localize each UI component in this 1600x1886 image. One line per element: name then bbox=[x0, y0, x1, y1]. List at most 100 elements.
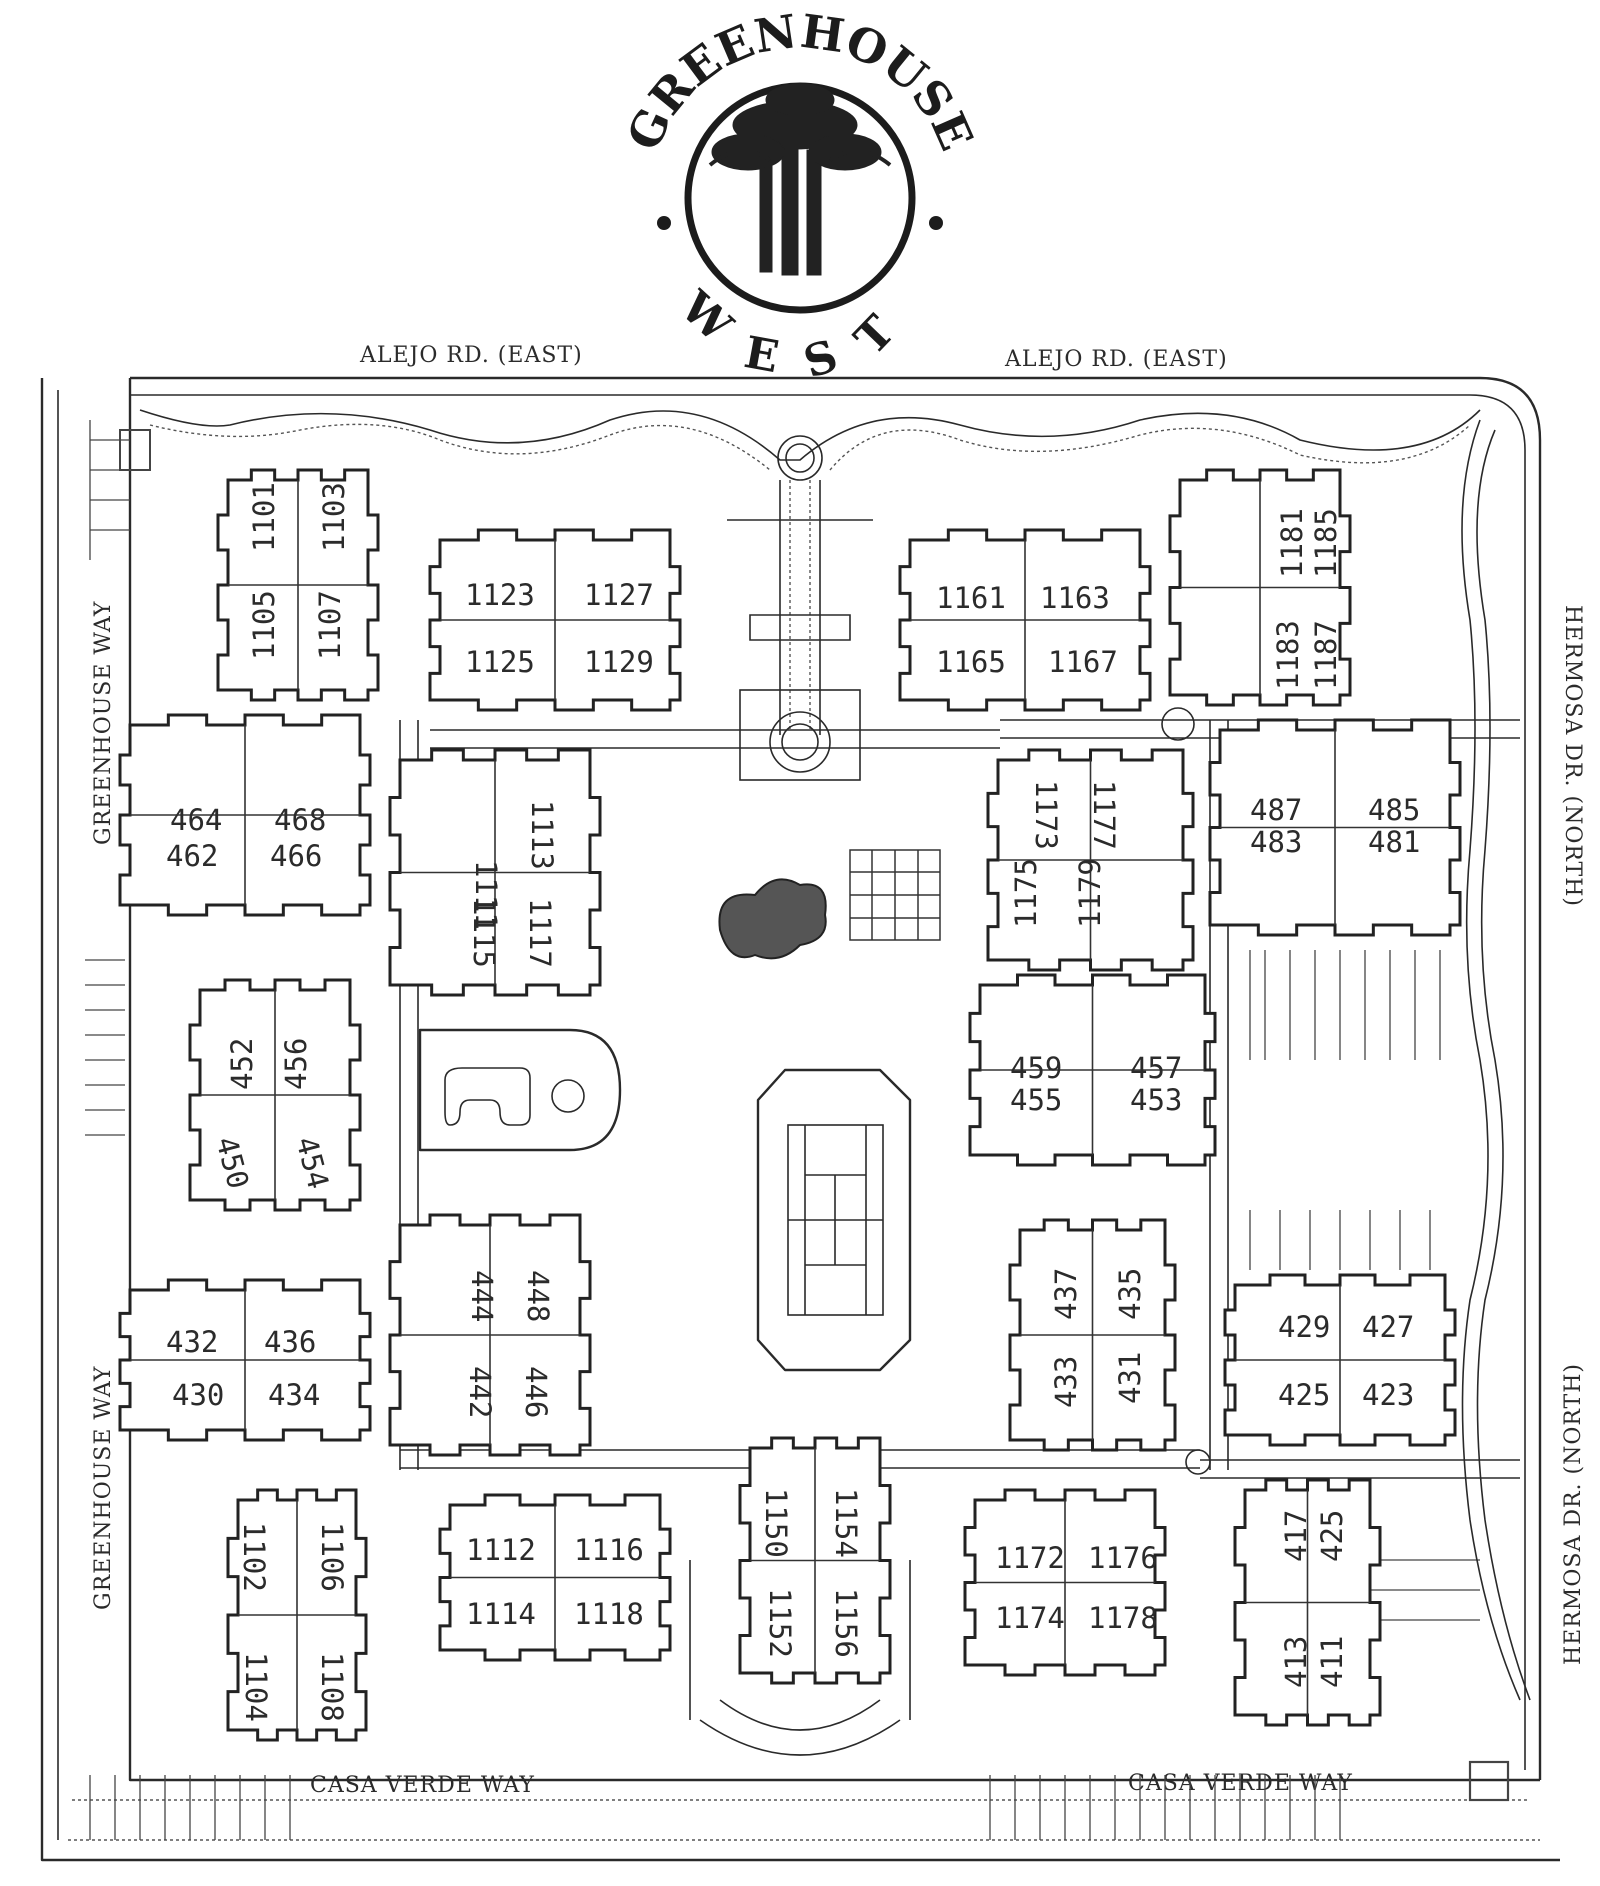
unit-label: 446 bbox=[519, 1366, 553, 1418]
road-label-greenhouse-upper: GREENHOUSE WAY bbox=[91, 601, 116, 845]
unit-label: 1150 bbox=[759, 1488, 793, 1558]
unit-label: 448 bbox=[521, 1270, 555, 1322]
palm-trees-icon bbox=[708, 83, 892, 276]
paved-grid bbox=[849, 849, 941, 941]
building bbox=[963, 1488, 1167, 1677]
unit-labels: 1101 1103 1105 1107 1123 1127 1125 1129 … bbox=[166, 482, 1420, 1722]
unit-label: 1105 bbox=[247, 590, 281, 660]
unit-label: 481 bbox=[1368, 825, 1420, 859]
unit-label: 444 bbox=[465, 1270, 499, 1322]
building bbox=[1008, 1218, 1177, 1452]
unit-label: 435 bbox=[1113, 1268, 1147, 1320]
unit-label: 1117 bbox=[523, 898, 557, 968]
tennis-court bbox=[756, 1068, 912, 1372]
unit-label: 1106 bbox=[315, 1522, 349, 1592]
building bbox=[216, 468, 380, 702]
unit-label: 417 bbox=[1279, 1510, 1313, 1562]
unit-label: 1102 bbox=[237, 1522, 271, 1592]
building bbox=[968, 973, 1217, 1167]
road-label-hermosa-upper: HERMOSA DR. (NORTH) bbox=[1560, 605, 1585, 907]
building bbox=[898, 528, 1152, 712]
road-label-alejo-right: ALEJO RD. (EAST) bbox=[1004, 347, 1228, 372]
unit-label: 455 bbox=[1010, 1083, 1062, 1117]
unit-label: 1181 bbox=[1275, 508, 1309, 578]
unit-label: 1174 bbox=[995, 1601, 1065, 1635]
road-label-alejo-left: ALEJO RD. (EAST) bbox=[359, 343, 583, 368]
unit-label: 468 bbox=[274, 803, 326, 837]
building bbox=[118, 713, 372, 917]
unit-label: 1129 bbox=[584, 645, 654, 679]
unit-label: 1152 bbox=[763, 1588, 797, 1658]
buildings bbox=[118, 468, 1462, 1742]
building bbox=[188, 978, 362, 1212]
unit-label: 462 bbox=[166, 839, 218, 873]
building bbox=[738, 1436, 892, 1685]
unit-label: 1175 bbox=[1009, 858, 1043, 928]
unit-label: 1103 bbox=[317, 482, 351, 552]
unit-label: 464 bbox=[170, 803, 222, 837]
building bbox=[1233, 1478, 1382, 1727]
building bbox=[438, 1493, 672, 1662]
unit-label: 1107 bbox=[313, 590, 347, 660]
greenhouse-west-logo: GREENHOUSE WEST bbox=[616, 4, 983, 390]
unit-label: 1167 bbox=[1048, 645, 1118, 679]
unit-label: 1116 bbox=[574, 1533, 644, 1567]
unit-label: 411 bbox=[1315, 1636, 1349, 1688]
unit-label: 1185 bbox=[1309, 508, 1343, 578]
unit-label: 1187 bbox=[1309, 620, 1343, 690]
unit-label: 1163 bbox=[1040, 581, 1110, 615]
unit-label: 1115 bbox=[467, 898, 501, 968]
building bbox=[1168, 468, 1352, 707]
building bbox=[986, 748, 1195, 972]
building bbox=[388, 748, 602, 997]
unit-label: 433 bbox=[1049, 1356, 1083, 1408]
unit-label: 1113 bbox=[525, 800, 559, 870]
unit-label: 1165 bbox=[936, 645, 1006, 679]
unit-label: 429 bbox=[1278, 1310, 1330, 1344]
building bbox=[226, 1488, 368, 1742]
unit-label: 442 bbox=[463, 1366, 497, 1418]
unit-label: 1178 bbox=[1088, 1601, 1158, 1635]
unit-label: 434 bbox=[268, 1378, 320, 1412]
unit-label: 466 bbox=[270, 839, 322, 873]
unit-label: 1161 bbox=[936, 581, 1006, 615]
building bbox=[388, 1213, 592, 1457]
pool-area bbox=[418, 849, 941, 1372]
unit-label: 459 bbox=[1010, 1051, 1062, 1085]
building bbox=[1223, 1273, 1457, 1447]
unit-label: 1176 bbox=[1088, 1541, 1158, 1575]
unit-label: 1104 bbox=[239, 1652, 273, 1722]
unit-label: 456 bbox=[279, 1038, 313, 1090]
unit-label: 1127 bbox=[584, 578, 654, 612]
road-label-hermosa-lower: HERMOSA DR. (NORTH) bbox=[1561, 1363, 1586, 1665]
logo-arc-bottom: WEST bbox=[670, 281, 894, 390]
unit-label: 1118 bbox=[574, 1597, 644, 1631]
unit-label: 1177 bbox=[1087, 780, 1121, 850]
unit-label: 1101 bbox=[247, 482, 281, 552]
unit-label: 413 bbox=[1279, 1636, 1313, 1688]
unit-label: 436 bbox=[264, 1325, 316, 1359]
unit-label: 483 bbox=[1250, 825, 1302, 859]
unit-label: 431 bbox=[1113, 1352, 1147, 1404]
unit-label: 430 bbox=[172, 1378, 224, 1412]
unit-label: 432 bbox=[166, 1325, 218, 1359]
building bbox=[118, 1278, 372, 1442]
unit-label: 485 bbox=[1368, 793, 1420, 827]
unit-label: 487 bbox=[1250, 793, 1302, 827]
unit-label: 452 bbox=[225, 1038, 259, 1090]
unit-label: 1154 bbox=[829, 1488, 863, 1558]
unit-label: 1183 bbox=[1271, 620, 1305, 690]
svg-text:WEST: WEST bbox=[670, 281, 928, 390]
garden-shrub-icon bbox=[718, 878, 827, 960]
road-label-casa-verde-left: CASA VERDE WAY bbox=[310, 1773, 535, 1798]
unit-label: 457 bbox=[1130, 1051, 1182, 1085]
building bbox=[428, 528, 682, 712]
unit-label: 425 bbox=[1278, 1378, 1330, 1412]
unit-label: 1123 bbox=[465, 578, 535, 612]
unit-label: 453 bbox=[1130, 1083, 1182, 1117]
unit-label: 437 bbox=[1049, 1268, 1083, 1320]
unit-label: 1114 bbox=[466, 1597, 536, 1631]
unit-label: 425 bbox=[1315, 1510, 1349, 1562]
unit-label: 1156 bbox=[829, 1588, 863, 1658]
